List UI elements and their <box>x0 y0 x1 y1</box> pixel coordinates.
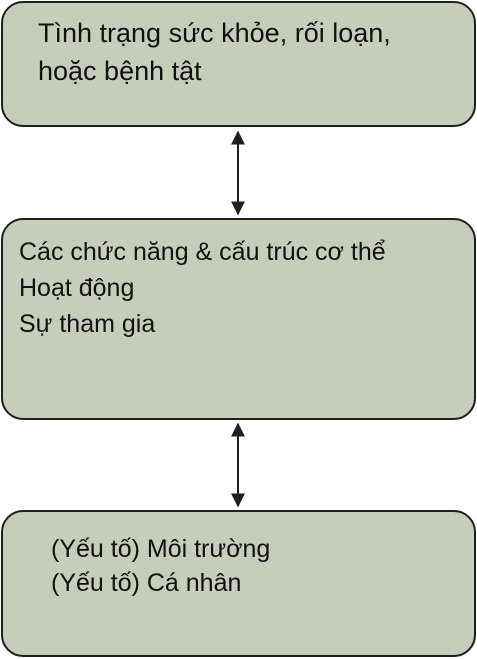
participation-label: Sự tham gia <box>19 310 156 338</box>
activities-label: Hoạt động <box>19 274 135 302</box>
health-condition-label-line-1: Tình trạng sức khỏe, rối loạn, <box>38 18 391 48</box>
health-condition-box <box>1 1 476 127</box>
functioning-box <box>1 218 476 420</box>
personal-factors-label: (Yếu tố) Cá nhân <box>51 569 242 597</box>
health-condition-label-line-2: hoặc bệnh tật <box>38 56 202 86</box>
body-functions-structures-label: Các chức năng & cấu trúc cơ thể <box>19 238 386 266</box>
contextual-factors-box <box>1 510 476 657</box>
environmental-factors-label: (Yếu tố) Môi trường <box>51 535 271 563</box>
